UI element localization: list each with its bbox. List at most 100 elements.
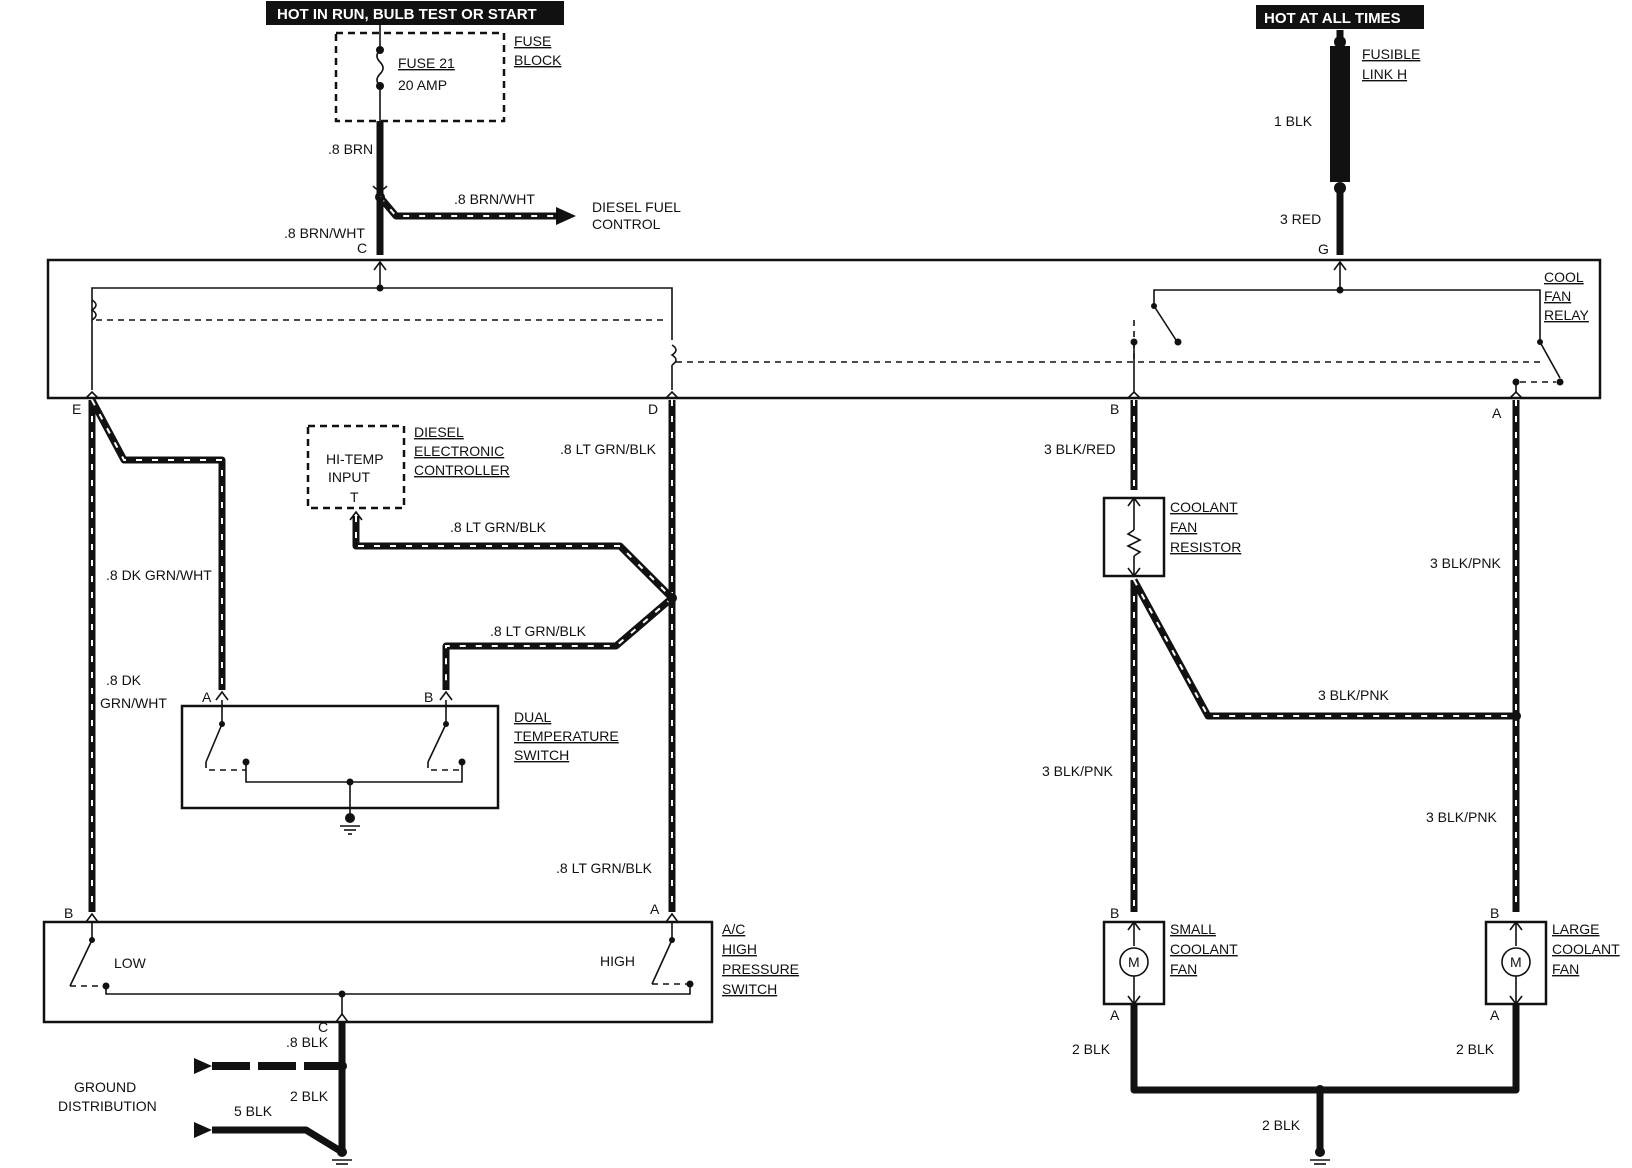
small-coolant-fan: B A M SMALL COOLANT FAN [1102, 905, 1238, 1023]
sf-pin-b: B [1110, 905, 1119, 921]
input-label: INPUT [328, 469, 370, 485]
lt-grn-blk-t-label: .8 LT GRN/BLK [450, 519, 547, 535]
controller-label-2: ELECTRONIC [414, 443, 504, 459]
blk-pnk-wires: 3 BLK/PNK 3 BLK/PNK 3 BLK/PNK 3 BLK/PNK [1042, 400, 1521, 912]
blk-5-label: 5 BLK [234, 1103, 273, 1119]
blk-pnk-h-label: 3 BLK/PNK [1318, 687, 1389, 703]
dk-grn-wht-wires: .8 DK GRN/WHT .8 DK GRN/WHT [88, 398, 226, 912]
resistor-label-3: RESISTOR [1170, 539, 1241, 555]
lt-grn-blk-b-label: .8 LT GRN/BLK [490, 623, 587, 639]
large-fan-motor-symbol: M [1510, 954, 1522, 970]
lt-grn-blk-wires: .8 LT GRN/BLK .8 LT GRN/BLK .8 LT GRN/BL… [352, 400, 677, 912]
fuse-21-label: FUSE 21 [398, 55, 455, 71]
brn-wht-c-label: .8 BRN/WHT [284, 225, 365, 241]
diesel-electronic-controller: HI-TEMP INPUT T DIESEL ELECTRONIC CONTRO… [306, 424, 510, 521]
lt-grn-blk-d-label: .8 LT GRN/BLK [560, 441, 657, 457]
brn-wht-wire-label: .8 BRN/WHT [454, 191, 535, 207]
blk2-gnd-label: 2 BLK [1262, 1117, 1301, 1133]
lf-pin-a: A [1490, 1007, 1500, 1023]
ground-label-1: GROUND [74, 1079, 136, 1095]
ground-label-2: DISTRIBUTION [58, 1098, 157, 1114]
pin-a-label: A [1492, 405, 1502, 421]
red-3-label: 3 RED [1280, 211, 1321, 227]
ac-pin-b: B [64, 905, 73, 921]
blk-pnk-r-label: 3 BLK/PNK [1426, 809, 1497, 825]
dk-label: .8 DK [106, 672, 142, 688]
dk-grn-wht-label: .8 DK GRN/WHT [106, 567, 212, 583]
cool-fan-relay: COOL FAN RELAY E D B A [46, 258, 1602, 421]
hi-temp-label: HI-TEMP [326, 451, 384, 467]
terminal-t-label: T [350, 489, 359, 505]
ac-low-label: LOW [114, 955, 147, 971]
blk-1-label: 1 BLK [1274, 113, 1313, 129]
blk-2a-label: 2 BLK [290, 1088, 329, 1104]
hot-at-all-times-label: HOT AT ALL TIMES [1264, 10, 1401, 27]
blk-8-label: .8 BLK [286, 1034, 329, 1050]
ac-pin-c: C [318, 1019, 328, 1035]
dual-temperature-switch: A B DUAL TEMPERATURE SWITCH [180, 689, 619, 835]
small-fan-motor-symbol: M [1128, 954, 1140, 970]
fan-ground-wires: 2 BLK 2 BLK 2 BLK [1072, 1004, 1520, 1165]
pin-c-label: C [357, 240, 367, 256]
fuse-block-label-1: FUSE [514, 33, 551, 49]
sf-pin-a: A [1110, 1007, 1120, 1023]
controller-label-3: CONTROLLER [414, 462, 510, 478]
large-fan-label-2: COOLANT [1552, 941, 1620, 957]
dual-switch-label-2: TEMPERATURE [514, 728, 619, 744]
fuse-block-label-2: BLOCK [514, 52, 562, 68]
large-fan-label-3: FAN [1552, 961, 1579, 977]
large-fan-label-1: LARGE [1552, 921, 1599, 937]
grn-wht-label: GRN/WHT [100, 695, 167, 711]
small-fan-label-3: FAN [1170, 961, 1197, 977]
pin-g-label: G [1318, 241, 1329, 257]
lt-grn-blk-a-label: .8 LT GRN/BLK [556, 860, 653, 876]
resistor-label-1: COOLANT [1170, 499, 1238, 515]
ac-switch-label-2: HIGH [722, 941, 757, 957]
controller-label-1: DIESEL [414, 424, 464, 440]
diesel-fuel-control-label-2: CONTROL [592, 216, 661, 232]
ac-switch-label-3: PRESSURE [722, 961, 799, 977]
small-fan-label-1: SMALL [1170, 921, 1216, 937]
blk-red-label: 3 BLK/RED [1044, 441, 1116, 457]
blk2-sf-label: 2 BLK [1072, 1041, 1111, 1057]
diesel-fuel-control-label-1: DIESEL FUEL [592, 199, 681, 215]
fusible-link: FUSIBLE LINK H 1 BLK 3 RED G [1274, 30, 1420, 257]
ts-pin-a: A [202, 689, 212, 705]
blk2-lf-label: 2 BLK [1456, 1041, 1495, 1057]
ac-switch-label-4: SWITCH [722, 981, 777, 997]
pin-e-label: E [72, 401, 81, 417]
blk-pnk-a-label: 3 BLK/PNK [1430, 555, 1501, 571]
pin-d-label: D [648, 401, 658, 417]
hot-in-run-banner [266, 1, 564, 25]
ts-pin-b: B [424, 689, 433, 705]
ac-high-label: HIGH [600, 953, 635, 969]
fuse-block: FUSE 21 20 AMP FUSE BLOCK [334, 25, 562, 123]
coolant-fan-resistor: COOLANT FAN RESISTOR [1102, 496, 1241, 578]
fusible-link-label-1: FUSIBLE [1362, 46, 1420, 62]
ground-distribution: .8 BLK 2 BLK 5 BLK GROUND DISTRIBUTION [58, 1022, 352, 1165]
ac-high-pressure-switch: B A LOW HIGH C A/C HIGH PRESSURE SWITCH [42, 901, 799, 1035]
ac-switch-label-1: A/C [722, 921, 745, 937]
hot-in-run-label: HOT IN RUN, BULB TEST OR START [277, 6, 537, 23]
dual-switch-label-3: SWITCH [514, 747, 569, 763]
blk-red-wire: 3 BLK/RED [1044, 400, 1138, 490]
dual-switch-label-1: DUAL [514, 709, 552, 725]
relay-label-2: FAN [1544, 288, 1571, 304]
lf-pin-b: B [1490, 905, 1499, 921]
ac-pin-a: A [650, 901, 660, 917]
fuse-amp-label: 20 AMP [398, 77, 447, 93]
pin-b-label: B [1110, 401, 1119, 417]
brn-wire: .8 BRN [328, 121, 388, 202]
brn-wht-wire-to-relay: .8 BRN/WHT C [284, 197, 384, 256]
brn-wire-label: .8 BRN [328, 141, 373, 157]
blk-pnk-v-label: 3 BLK/PNK [1042, 763, 1113, 779]
large-coolant-fan: B A M LARGE COOLANT FAN [1484, 905, 1620, 1023]
relay-label-3: RELAY [1544, 307, 1590, 323]
fusible-link-label-2: LINK H [1362, 66, 1407, 82]
brn-wht-wire-to-diesel-fuel-control: .8 BRN/WHT DIESEL FUEL CONTROL [377, 191, 681, 232]
small-fan-label-2: COOLANT [1170, 941, 1238, 957]
relay-label-1: COOL [1544, 269, 1584, 285]
resistor-label-2: FAN [1170, 519, 1197, 535]
hot-at-all-times-banner [1256, 5, 1424, 29]
